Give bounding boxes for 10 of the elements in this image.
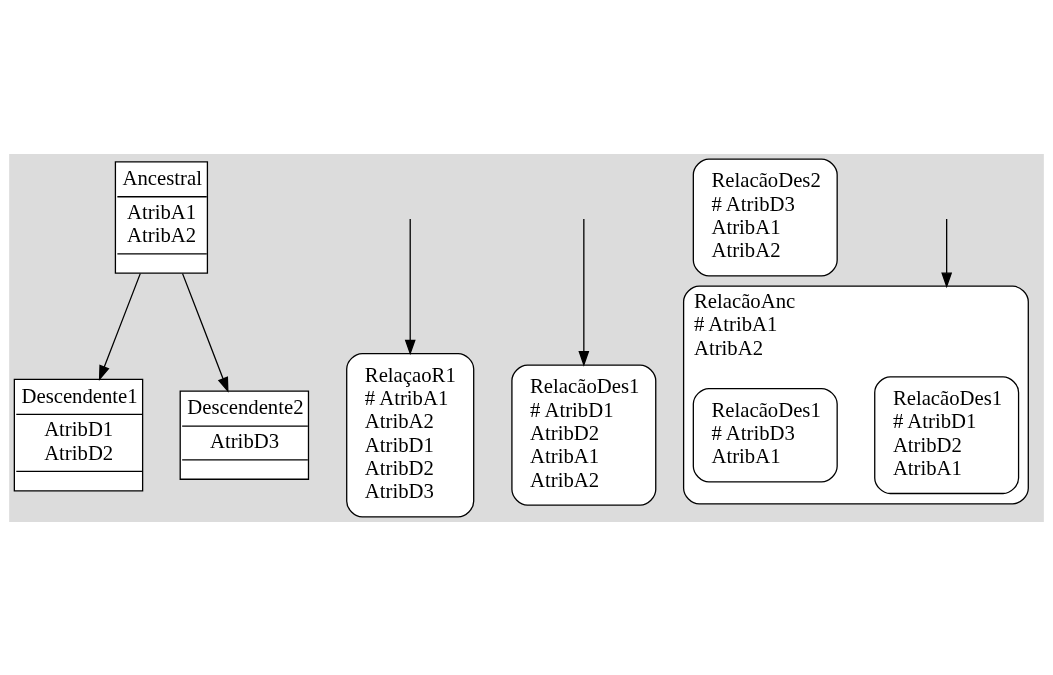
arrow [941,217,953,288]
node-box: RelacãoDes1 # AtribD1 AtribD2 AtribA1 [874,375,1020,494]
node-box: RelacãoDes1 # AtribD3 AtribA1 [692,387,838,482]
node-box: RelacãoDes1 # AtribD1 AtribD2 AtribA1 AtribA2 [511,364,657,506]
arrow [404,217,416,355]
arrow [98,272,141,381]
arrow [578,217,590,367]
arrow [181,272,229,393]
node-box: RelaçaoR1 # AtribA1 AtribA2 AtribD1 AtribD2 AtribD3 [346,352,475,517]
node-box: RelacãoDes2 # AtribD3 AtribA1 AtribA2 [692,158,838,276]
